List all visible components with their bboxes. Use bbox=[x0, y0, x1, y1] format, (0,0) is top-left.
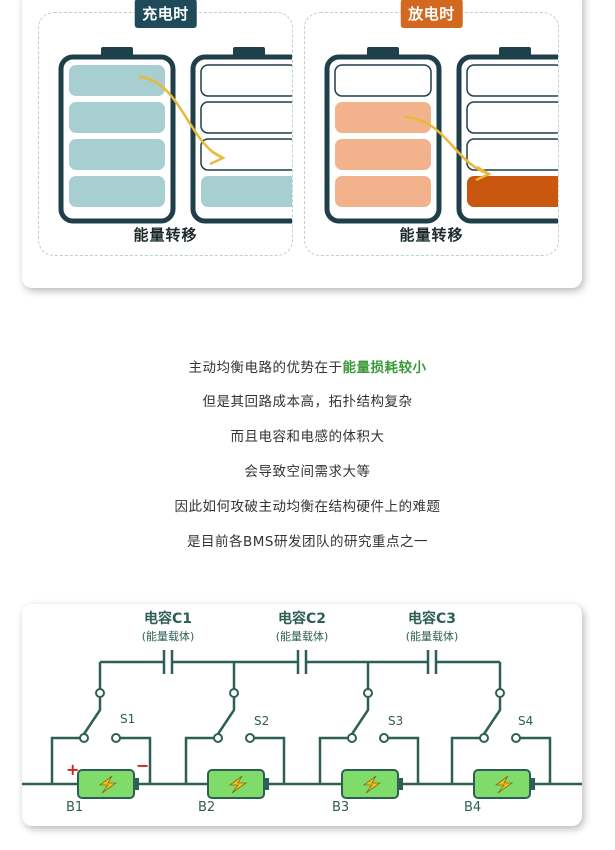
discharge-panel: 放电时 能量转移 bbox=[304, 0, 559, 256]
switch-s3-label: S3 bbox=[388, 714, 404, 728]
battery-b3-label: B3 bbox=[332, 800, 350, 815]
text-line-5: 因此如何攻破主动均衡在结构硬件上的难题 bbox=[174, 499, 441, 515]
capacitor-c1-label: 电容C1 (能量载体) bbox=[118, 608, 218, 644]
capacitor-c2-label: 电容C2 (能量载体) bbox=[252, 608, 352, 644]
capacitor-c3-label: 电容C3 (能量载体) bbox=[382, 608, 482, 644]
discharge-caption: 能量转移 bbox=[399, 226, 464, 244]
text-line-6: 是目前各BMS研发团队的研究重点之一 bbox=[187, 534, 428, 550]
text-line-1-highlight: 能量损耗较小 bbox=[342, 360, 427, 376]
discharge-batteries bbox=[324, 47, 558, 224]
balancing-circuit bbox=[22, 650, 582, 799]
capacitor-c3-name: 电容C3 bbox=[407, 611, 456, 627]
battery-b4-label: B4 bbox=[464, 800, 482, 815]
switch-s4-label: S4 bbox=[518, 714, 534, 728]
battery-b1-label: B1 bbox=[66, 800, 84, 815]
battery-b2-label: B2 bbox=[198, 800, 216, 815]
charge-batteries bbox=[58, 47, 292, 224]
discharge-tag: 放电时 bbox=[400, 0, 463, 28]
plus-sign: + bbox=[66, 760, 80, 779]
text-line-1-plain: 主动均衡电路的优势在于 bbox=[188, 360, 343, 376]
text-line-2: 但是其回路成本高，拓扑结构复杂 bbox=[202, 394, 413, 410]
battery-cells bbox=[77, 769, 535, 799]
capacitor-c1-sub: (能量载体) bbox=[141, 630, 195, 643]
capacitor-c1-name: 电容C1 bbox=[143, 611, 192, 627]
energy-transfer-card: 充电时 能量转移 放电时 能量转移 bbox=[22, 0, 582, 288]
text-line-3: 而且电容和电感的体积大 bbox=[230, 429, 385, 445]
switch-s2-label: S2 bbox=[254, 714, 270, 728]
capacitor-c3-sub: (能量载体) bbox=[405, 630, 459, 643]
text-line-4: 会导致空间需求大等 bbox=[244, 464, 371, 480]
circuit-card: 电容C1 (能量载体) 电容C2 (能量载体) 电容C3 (能量载体) S1 S… bbox=[22, 604, 582, 826]
charge-panel: 充电时 能量转移 bbox=[38, 0, 293, 256]
text-line-1: 主动均衡电路的优势在于能量损耗较小 bbox=[0, 356, 615, 376]
capacitor-c2-name: 电容C2 bbox=[277, 611, 326, 627]
charge-caption: 能量转移 bbox=[133, 226, 198, 244]
switch-s1-label: S1 bbox=[120, 712, 136, 726]
charge-tag: 充电时 bbox=[134, 0, 197, 28]
capacitor-c2-sub: (能量载体) bbox=[275, 630, 329, 643]
minus-sign: − bbox=[136, 756, 150, 775]
